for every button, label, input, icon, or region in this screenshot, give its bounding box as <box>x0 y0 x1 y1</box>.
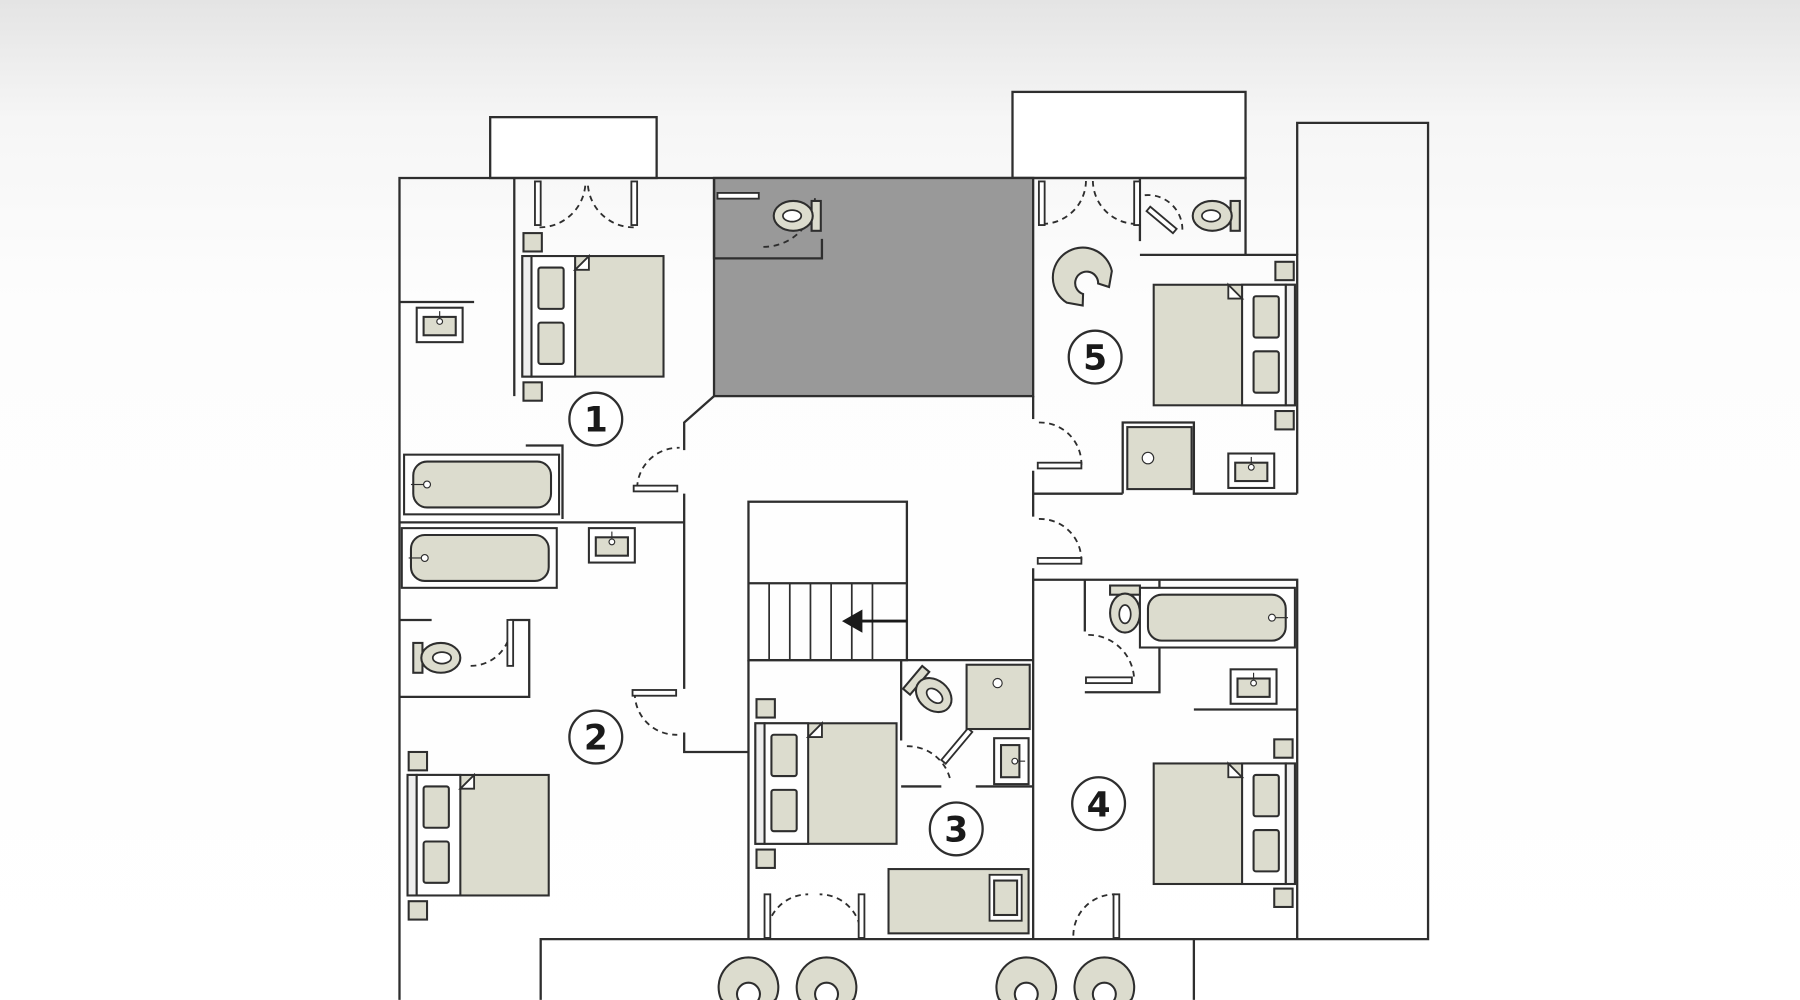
shower <box>1126 426 1193 491</box>
sink <box>1227 452 1276 489</box>
armchair <box>1040 234 1122 315</box>
bed-room-2 <box>406 773 550 897</box>
svg-text:5: 5 <box>1083 339 1107 379</box>
armchair <box>717 956 780 1000</box>
bed-room-3 <box>754 722 898 845</box>
stair-arrow <box>842 609 907 633</box>
toilet <box>412 641 462 674</box>
sink <box>415 306 464 344</box>
bathtub <box>400 527 558 589</box>
svg-text:2: 2 <box>584 719 608 759</box>
sink <box>587 527 636 564</box>
doors <box>470 180 1184 939</box>
sink <box>993 737 1030 786</box>
furniture <box>400 199 1296 1000</box>
svg-text:3: 3 <box>944 811 968 851</box>
room-labels: 1 2 3 4 5 <box>568 329 1127 857</box>
armchair <box>995 956 1058 1000</box>
sink <box>1229 668 1278 705</box>
toilet <box>902 664 960 721</box>
bathtub <box>1138 586 1296 649</box>
interior-walls <box>399 177 1299 940</box>
toilet <box>1191 199 1241 232</box>
bed-room-1 <box>521 255 665 378</box>
armchair <box>795 956 858 1000</box>
room-label-2: 2 <box>568 709 624 765</box>
room-label-1: 1 <box>568 391 624 447</box>
room-label-4: 4 <box>1071 776 1127 832</box>
bed-room-4 <box>1152 762 1296 886</box>
room-label-3: 3 <box>928 801 984 857</box>
toilet <box>1109 584 1141 634</box>
void-area <box>712 176 1035 398</box>
room-label-5: 5 <box>1067 329 1123 385</box>
outer-walls <box>398 90 1430 1000</box>
bathtub <box>403 453 561 516</box>
toilet <box>772 199 822 232</box>
bed-room-5 <box>1152 283 1296 407</box>
shower <box>965 663 1031 731</box>
svg-text:1: 1 <box>584 401 608 441</box>
svg-text:4: 4 <box>1087 785 1111 825</box>
armchair <box>1073 956 1136 1000</box>
